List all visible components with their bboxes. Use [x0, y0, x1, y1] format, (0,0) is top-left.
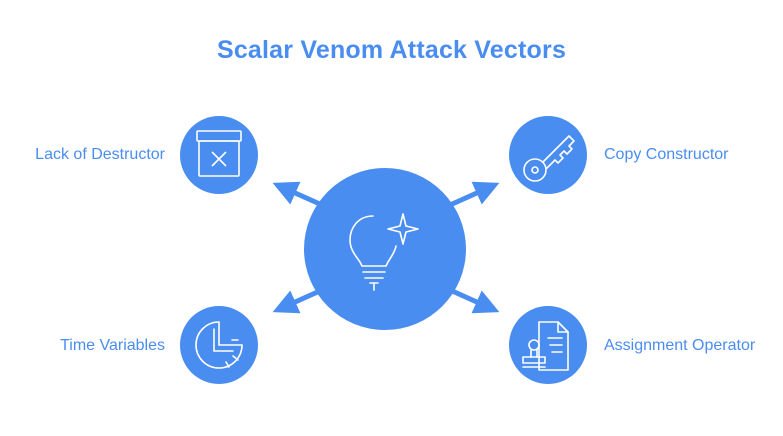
arrow-bottom-left — [272, 287, 324, 314]
label-time-variables: Time Variables — [60, 337, 165, 354]
diagram-title: Scalar Venom Attack Vectors — [216, 36, 567, 64]
node-assignment-operator — [509, 306, 587, 384]
arrow-bottom-right — [448, 287, 500, 314]
node-copy-constructor — [509, 116, 587, 194]
node-time-variables — [180, 306, 258, 384]
arrow-top-right — [448, 181, 500, 208]
arrows — [272, 181, 500, 314]
arrow-top-left — [272, 181, 324, 208]
label-assignment-operator: Assignment Operator — [604, 337, 756, 354]
label-copy-constructor: Copy Constructor — [604, 146, 729, 163]
label-lack-of-destructor: Lack of Destructor — [35, 146, 165, 163]
gauge-icon — [195, 321, 243, 369]
lightbulb-sparkle-icon — [349, 213, 419, 291]
stamp-document-icon — [522, 321, 569, 371]
node-lack-of-destructor — [180, 116, 258, 194]
key-icon — [523, 135, 575, 182]
center-node — [304, 168, 466, 330]
box-x-icon — [196, 130, 242, 177]
